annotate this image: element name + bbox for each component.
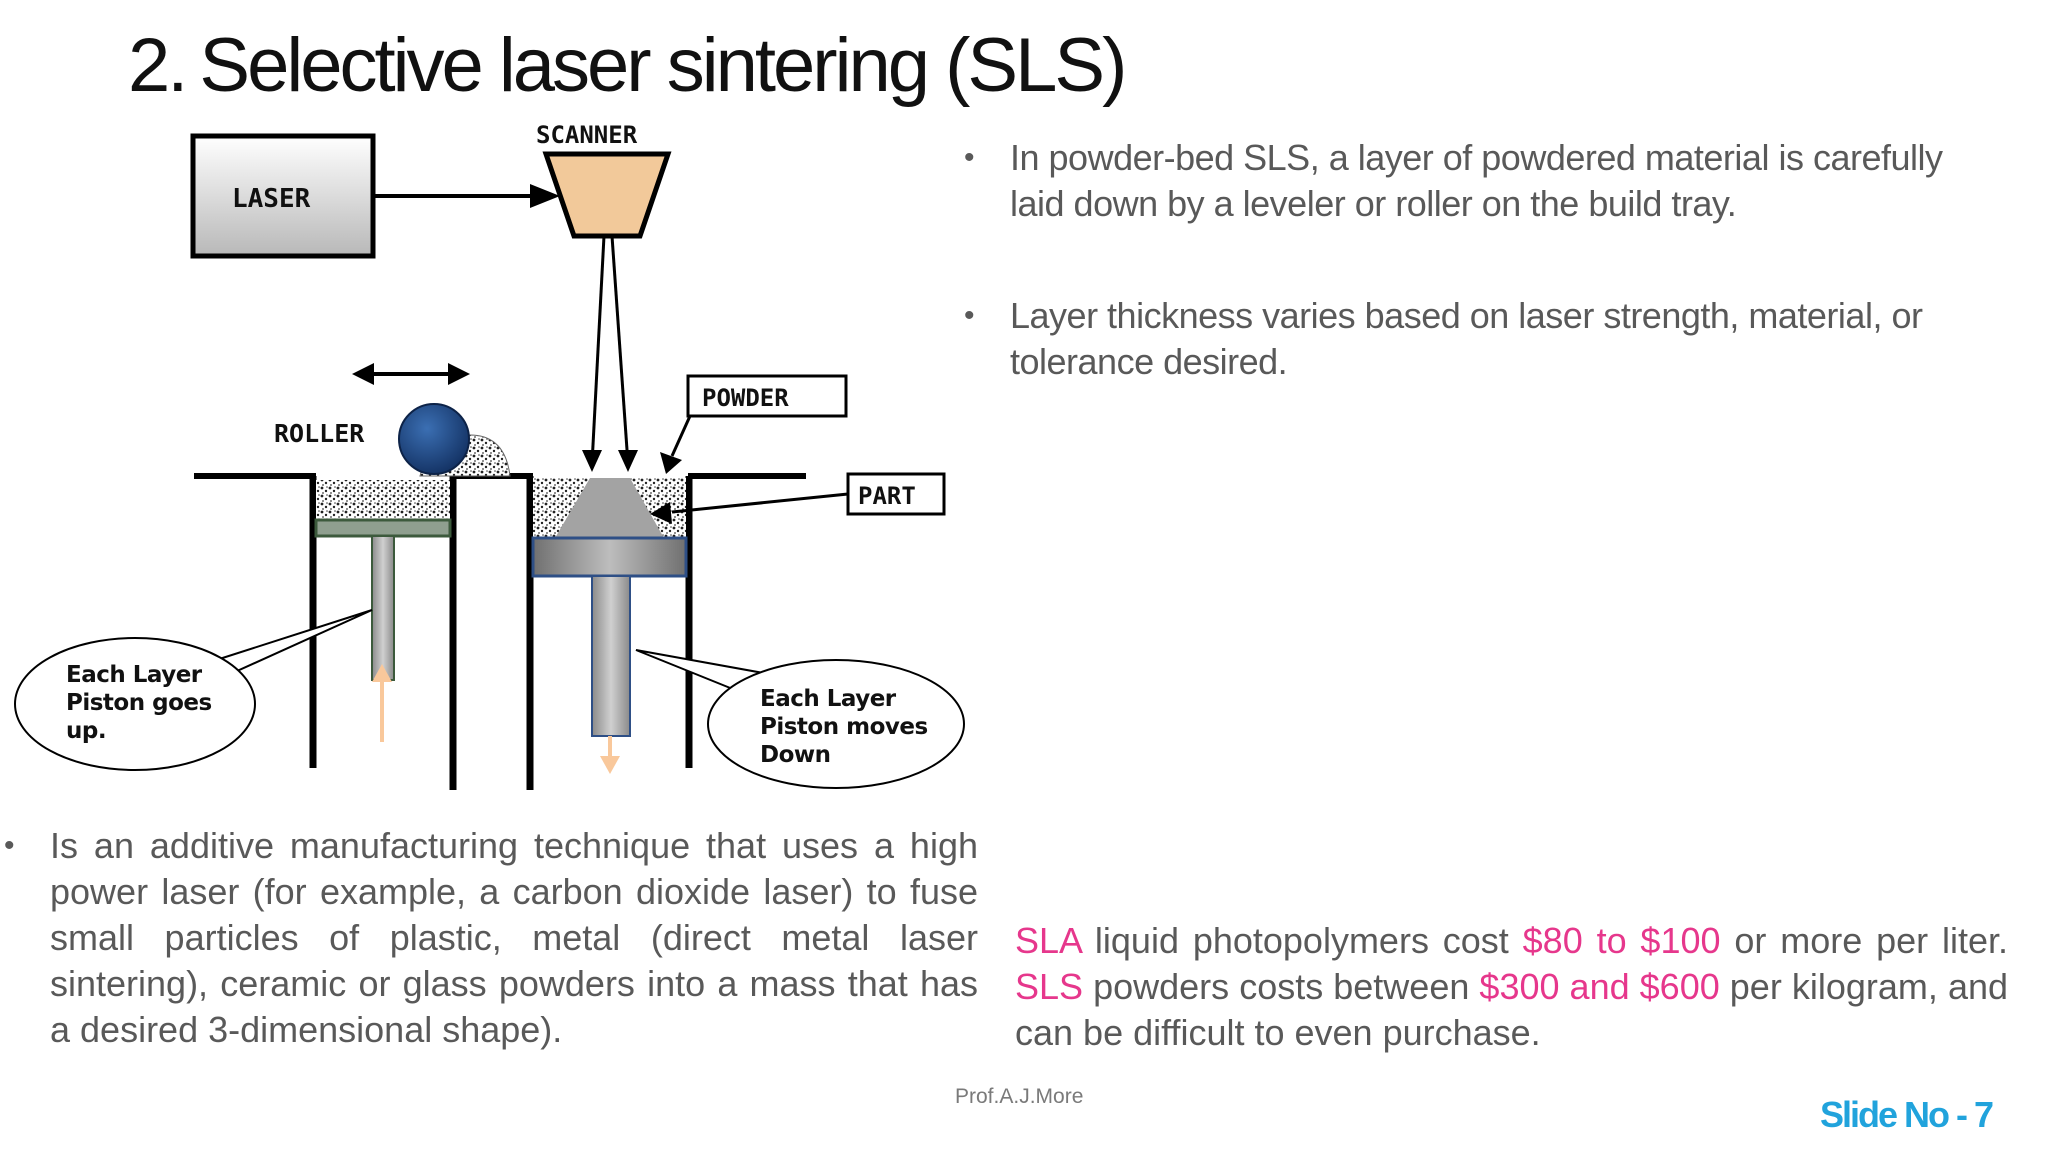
slide-number: Slide No - 7 bbox=[1820, 1094, 1994, 1135]
part-label: PART bbox=[858, 482, 916, 510]
bullet-item: • Layer thickness varies based on laser … bbox=[964, 293, 2000, 385]
callout-piston-up: Each Layer Piston goes up. bbox=[14, 609, 373, 771]
footer-author: Prof.A.J.More bbox=[955, 1085, 1084, 1108]
callout-left-line-1: Each Layer bbox=[66, 662, 203, 688]
scanner-beams bbox=[582, 235, 638, 472]
bullet-list-right: • In powder-bed SLS, a layer of powdered… bbox=[964, 135, 2000, 451]
sla-price-range: $80 to $100 bbox=[1522, 920, 1721, 961]
callout-piston-down: Each Layer Piston moves Down bbox=[635, 649, 965, 789]
piston-down-arrow bbox=[600, 736, 620, 774]
bullet-dot: • bbox=[964, 299, 975, 332]
laser-beam-arrowhead bbox=[530, 184, 560, 208]
bullet-list-left: • Is an additive manufacturing technique… bbox=[4, 823, 978, 1053]
part-callout: PART bbox=[650, 472, 946, 524]
sls-price-range: $300 and $600 bbox=[1479, 966, 1720, 1007]
bullet-item: • In powder-bed SLS, a layer of powdered… bbox=[964, 135, 2000, 227]
laser-unit: LASER bbox=[190, 133, 376, 259]
scanner-label: SCANNER bbox=[536, 121, 638, 149]
callout-right-line-3: Down bbox=[760, 742, 831, 768]
sls-term: SLS bbox=[1015, 966, 1084, 1007]
bullet-text: Is an additive manufacturing technique t… bbox=[50, 825, 978, 1050]
cost-text-2: or more per liter. bbox=[1720, 920, 2008, 961]
bullet-item: • Is an additive manufacturing technique… bbox=[4, 823, 978, 1053]
sls-process-diagram: LASER SCANNER ROLLER bbox=[14, 121, 965, 790]
powder-label: POWDER bbox=[702, 384, 789, 412]
sintered-part bbox=[555, 478, 664, 538]
roller-motion-arrow bbox=[352, 363, 470, 385]
piston-up-arrow bbox=[372, 664, 392, 742]
roller-label: ROLLER bbox=[274, 419, 365, 448]
title-text: Selective laser sintering (SLS) bbox=[199, 23, 1127, 108]
callout-right-line-1: Each Layer bbox=[760, 686, 897, 712]
bullet-dot: • bbox=[964, 141, 975, 174]
bullet-text: Layer thickness varies based on laser st… bbox=[1010, 295, 1923, 382]
slide-title: 2.Selective laser sintering (SLS) bbox=[128, 20, 1127, 111]
callout-right-line-2: Piston moves bbox=[760, 714, 928, 740]
cost-text-1: liquid photopolymers cost bbox=[1081, 920, 1523, 961]
callout-left-line-3: up. bbox=[66, 718, 106, 744]
cost-text-3: powders costs between bbox=[1083, 966, 1480, 1007]
build-chamber bbox=[526, 476, 693, 790]
sla-term: SLA bbox=[1015, 920, 1082, 961]
cost-text-4: per kilogram, and can be difficult to ev… bbox=[1015, 966, 2009, 1053]
cost-comparison-paragraph: SLA liquid photopolymers cost $80 to $10… bbox=[1015, 918, 2008, 1056]
roller bbox=[398, 403, 511, 477]
bullet-text: In powder-bed SLS, a layer of powdered m… bbox=[1010, 137, 1943, 224]
title-number: 2. bbox=[128, 23, 188, 108]
callout-left-line-2: Piston goes bbox=[66, 690, 212, 716]
scanner-unit: SCANNER bbox=[536, 121, 672, 239]
bullet-dot: • bbox=[4, 829, 15, 862]
laser-label: LASER bbox=[232, 184, 311, 214]
powder-supply-chamber bbox=[309, 476, 457, 790]
powder-callout: POWDER bbox=[660, 374, 848, 474]
